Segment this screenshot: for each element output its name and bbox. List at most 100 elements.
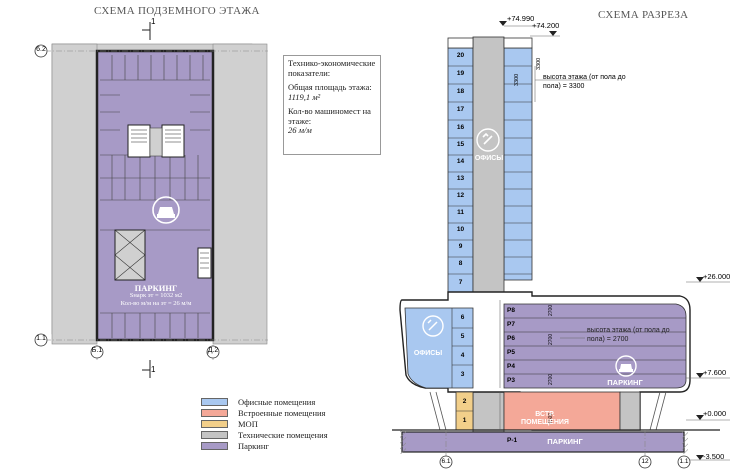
legend-item-mop: МОП — [201, 418, 258, 429]
axis-bubble-d-2 — [206, 345, 220, 359]
legend-item-offices: Офисные помещения — [201, 396, 315, 407]
axis-bubble-6-1 — [439, 455, 453, 469]
plan-area-note: Sнарк эт = 1032 м2 — [129, 292, 183, 299]
roof-right — [503, 37, 533, 49]
plan-tech-area-left — [51, 43, 98, 345]
spaces-value: 26 м/м — [288, 125, 312, 135]
axis-label-12: 12 — [641, 458, 649, 465]
dim-2700-c: 2700 — [548, 373, 554, 385]
floor-number: 19 — [456, 70, 465, 77]
parking-floor-lines — [504, 317, 686, 375]
section-parking-icon — [615, 355, 637, 377]
axis-bubble-b-1 — [90, 345, 104, 359]
floor-number: 17 — [456, 106, 465, 113]
tech-econ-box: Технико-экономические показатели: Общая … — [283, 55, 381, 155]
plan-spaces-note: Кол-во м/м на эт = 26 м/м — [120, 300, 192, 307]
basement-number: P-1 — [507, 437, 518, 444]
parking-floor-height-note: высота этажа (от пола до пола) = 2700 — [587, 327, 670, 343]
floor-number: 3 — [460, 371, 465, 378]
dim-2700: 2700 — [548, 304, 554, 316]
axis-label-b-1: Б.1 — [91, 347, 103, 354]
axis-bubble-6-2 — [34, 44, 48, 58]
plan-top-stalls — [100, 55, 210, 338]
floor-number: 2 — [462, 398, 467, 405]
floor-area-value: 1119,1 м² — [288, 91, 321, 102]
roof-left — [447, 37, 474, 49]
elevation-0: +0.000 — [703, 409, 727, 418]
plan-title: СХЕМА ПОДЗЕМНОГО ЭТАЖА — [94, 5, 260, 17]
elevation-minus-3-5: -3.500 — [703, 452, 725, 461]
cut-mark-bottom: 1 — [151, 365, 156, 374]
legend-item-parking: Паркинг — [201, 440, 269, 451]
tower-floor-lines — [448, 65, 532, 275]
axis-label-1-1-section: 1.1 — [679, 458, 689, 465]
tower-offices-icon — [476, 128, 500, 152]
legend-swatch — [201, 397, 228, 406]
floor-number: 7 — [458, 279, 463, 286]
section-supports — [429, 391, 667, 431]
dim-3300-b: 3300 — [514, 73, 520, 86]
legend-swatch — [201, 441, 228, 450]
plan-stair-treads — [131, 129, 181, 143]
podium-offices-label: ОФИСЫ — [413, 350, 443, 357]
dim-3300: 3300 — [536, 57, 542, 70]
plan-ramp-core — [114, 229, 146, 281]
tower-offices-label: ОФИСЫ — [474, 155, 504, 162]
legend-swatch — [201, 430, 228, 439]
floor-number: P5 — [507, 349, 515, 356]
floor-number: 16 — [456, 124, 465, 131]
foundation-hatch-left — [400, 430, 406, 454]
briefcase-icon — [482, 132, 493, 145]
plan-parking-label: ПАРКИНГ — [134, 283, 178, 293]
axis-label-1-1: 1.1 — [36, 335, 46, 342]
floor-number: 20 — [456, 52, 465, 59]
basement-parking-label: ПАРКИНГ — [547, 437, 583, 446]
floor-number: P8 — [507, 307, 515, 314]
floor-number: 9 — [458, 243, 463, 250]
elevation-top: +74.990 — [507, 14, 535, 23]
axis-label-d-2: Д.2 — [207, 347, 219, 354]
floor-number: 5 — [460, 333, 465, 340]
car-icon-2 — [619, 364, 633, 372]
tech-econ-heading: Технико-экономические показатели: — [288, 58, 376, 78]
elevation-roof: +74.200 — [532, 21, 560, 30]
elevation-leaders — [504, 25, 730, 461]
floor-number: 1 — [462, 417, 467, 424]
elevation-26: +26.000 — [703, 272, 731, 281]
tower-offices-left — [447, 47, 474, 293]
section-parking-label: ПАРКИНГ — [607, 378, 643, 387]
spaces-label: Кол-во машиномест на этаже: — [288, 106, 371, 126]
floor-number: 10 — [456, 226, 465, 233]
builtin-premises — [503, 391, 621, 431]
floor-number: 8 — [458, 260, 463, 267]
builtin-tech — [619, 391, 641, 431]
legend-swatch — [201, 408, 228, 417]
floor-number: 4 — [460, 352, 465, 359]
floor-area-label: Общая площадь этажа: — [288, 82, 372, 92]
plan-shaft — [149, 127, 163, 157]
building-section — [392, 21, 730, 469]
floor-number: 15 — [456, 141, 465, 148]
floor-number: 12 — [456, 192, 465, 199]
section-title: СХЕМА РАЗРЕЗА — [598, 9, 689, 21]
dim-2700-b: 2700 — [548, 333, 554, 345]
podium-offices-icon — [422, 315, 444, 337]
axis-bubble-12 — [638, 455, 652, 469]
floor-number: 11 — [457, 209, 464, 216]
builtin-label: ВСТР. ПОМЕЩЕНИЯ — [521, 411, 569, 426]
cut-mark-top: 1 — [151, 17, 156, 26]
axis-label-6-2: 6.2 — [36, 46, 46, 53]
floor-number: P7 — [507, 321, 515, 328]
plan-ramp-cross — [114, 229, 146, 281]
legend-swatch — [201, 419, 228, 428]
floor-number: 18 — [456, 88, 465, 95]
elevation-markers — [499, 21, 704, 460]
elevation-7-6: +7.600 — [703, 368, 727, 377]
briefcase-icon-2 — [427, 319, 438, 331]
foundation-hatch-right — [682, 430, 688, 454]
floor-number: 13 — [456, 175, 465, 182]
floor-number: P6 — [507, 335, 515, 342]
plan-tech-area-right — [212, 43, 268, 345]
section-axes — [445, 430, 646, 456]
floor-number: P4 — [507, 363, 515, 370]
